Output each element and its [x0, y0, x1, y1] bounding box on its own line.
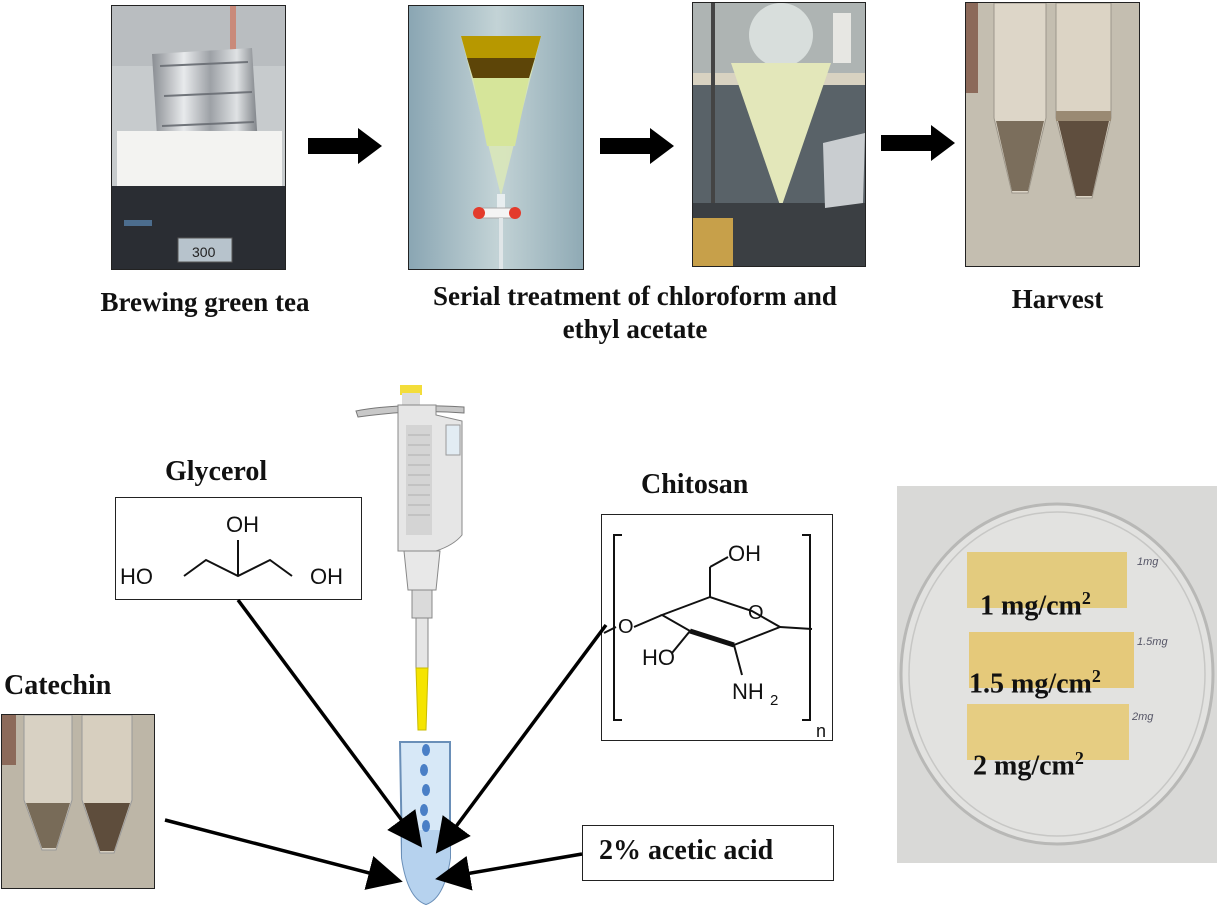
glycerol-oh-top: OH: [226, 512, 259, 537]
chitosan-ho: HO: [642, 645, 675, 670]
glycerol-label: Glycerol: [165, 456, 268, 487]
harvest-tubes-photo: [965, 2, 1140, 267]
acetic-acid-label: 2% acetic acid: [599, 835, 774, 866]
chitosan-n: n: [816, 721, 826, 740]
glycerol-ho-left: HO: [120, 564, 153, 589]
caption-brewing-green-tea: Brewing green tea: [100, 287, 310, 317]
glycerol-structure-box: OH HO OH: [115, 497, 362, 600]
catechin-label: Catechin: [4, 670, 112, 701]
film-label-3: 2 mg/cm2: [973, 748, 1084, 782]
brewing-green-tea-photo: 300: [111, 5, 286, 270]
film-note-2: 1.5mg: [1137, 636, 1168, 648]
caption-harvest: Harvest: [1011, 284, 1104, 314]
arrow-acetic-acid: [435, 852, 583, 891]
step-arrow-1: [308, 128, 382, 164]
film-label-2: 1.5 mg/cm2: [969, 666, 1101, 700]
lab-extraction-photo: [692, 2, 866, 267]
separatory-funnel-photo: [408, 5, 584, 270]
acetic-acid-box: 2% acetic acid: [582, 825, 834, 881]
arrow-chitosan: [435, 623, 608, 854]
film-label-1: 1 mg/cm2: [980, 588, 1091, 622]
caption-serial-treatment: Serial treatment of chloroform and ethyl…: [433, 281, 837, 344]
pipette-illustration: [355, 385, 465, 731]
chitosan-label: Chitosan: [641, 469, 749, 500]
chitosan-ring-o: O: [748, 602, 764, 624]
catechin-photo: [1, 714, 155, 889]
arrow-catechin: [164, 818, 403, 890]
film-note-1: 1mg: [1137, 556, 1159, 568]
film-petri-dish-photo: 1mg 1.5mg 2mg 1 mg/cm2 1.5 mg/cm2 2 mg/c…: [897, 486, 1217, 863]
chitosan-nh2-subscript: 2: [770, 692, 778, 709]
arrow-glycerol: [236, 598, 423, 848]
glycerol-oh-right: OH: [310, 564, 343, 589]
step-arrow-2: [600, 128, 674, 164]
chitosan-oh: OH: [728, 541, 761, 566]
chitosan-structure-box: n O O OH HO NH 2: [601, 514, 833, 741]
chitosan-nh: NH: [732, 679, 764, 704]
hotplate-display: 300: [192, 244, 216, 260]
step-arrow-3: [881, 125, 955, 161]
film-note-3: 2mg: [1132, 711, 1154, 723]
chitosan-o-left: O: [618, 616, 634, 638]
